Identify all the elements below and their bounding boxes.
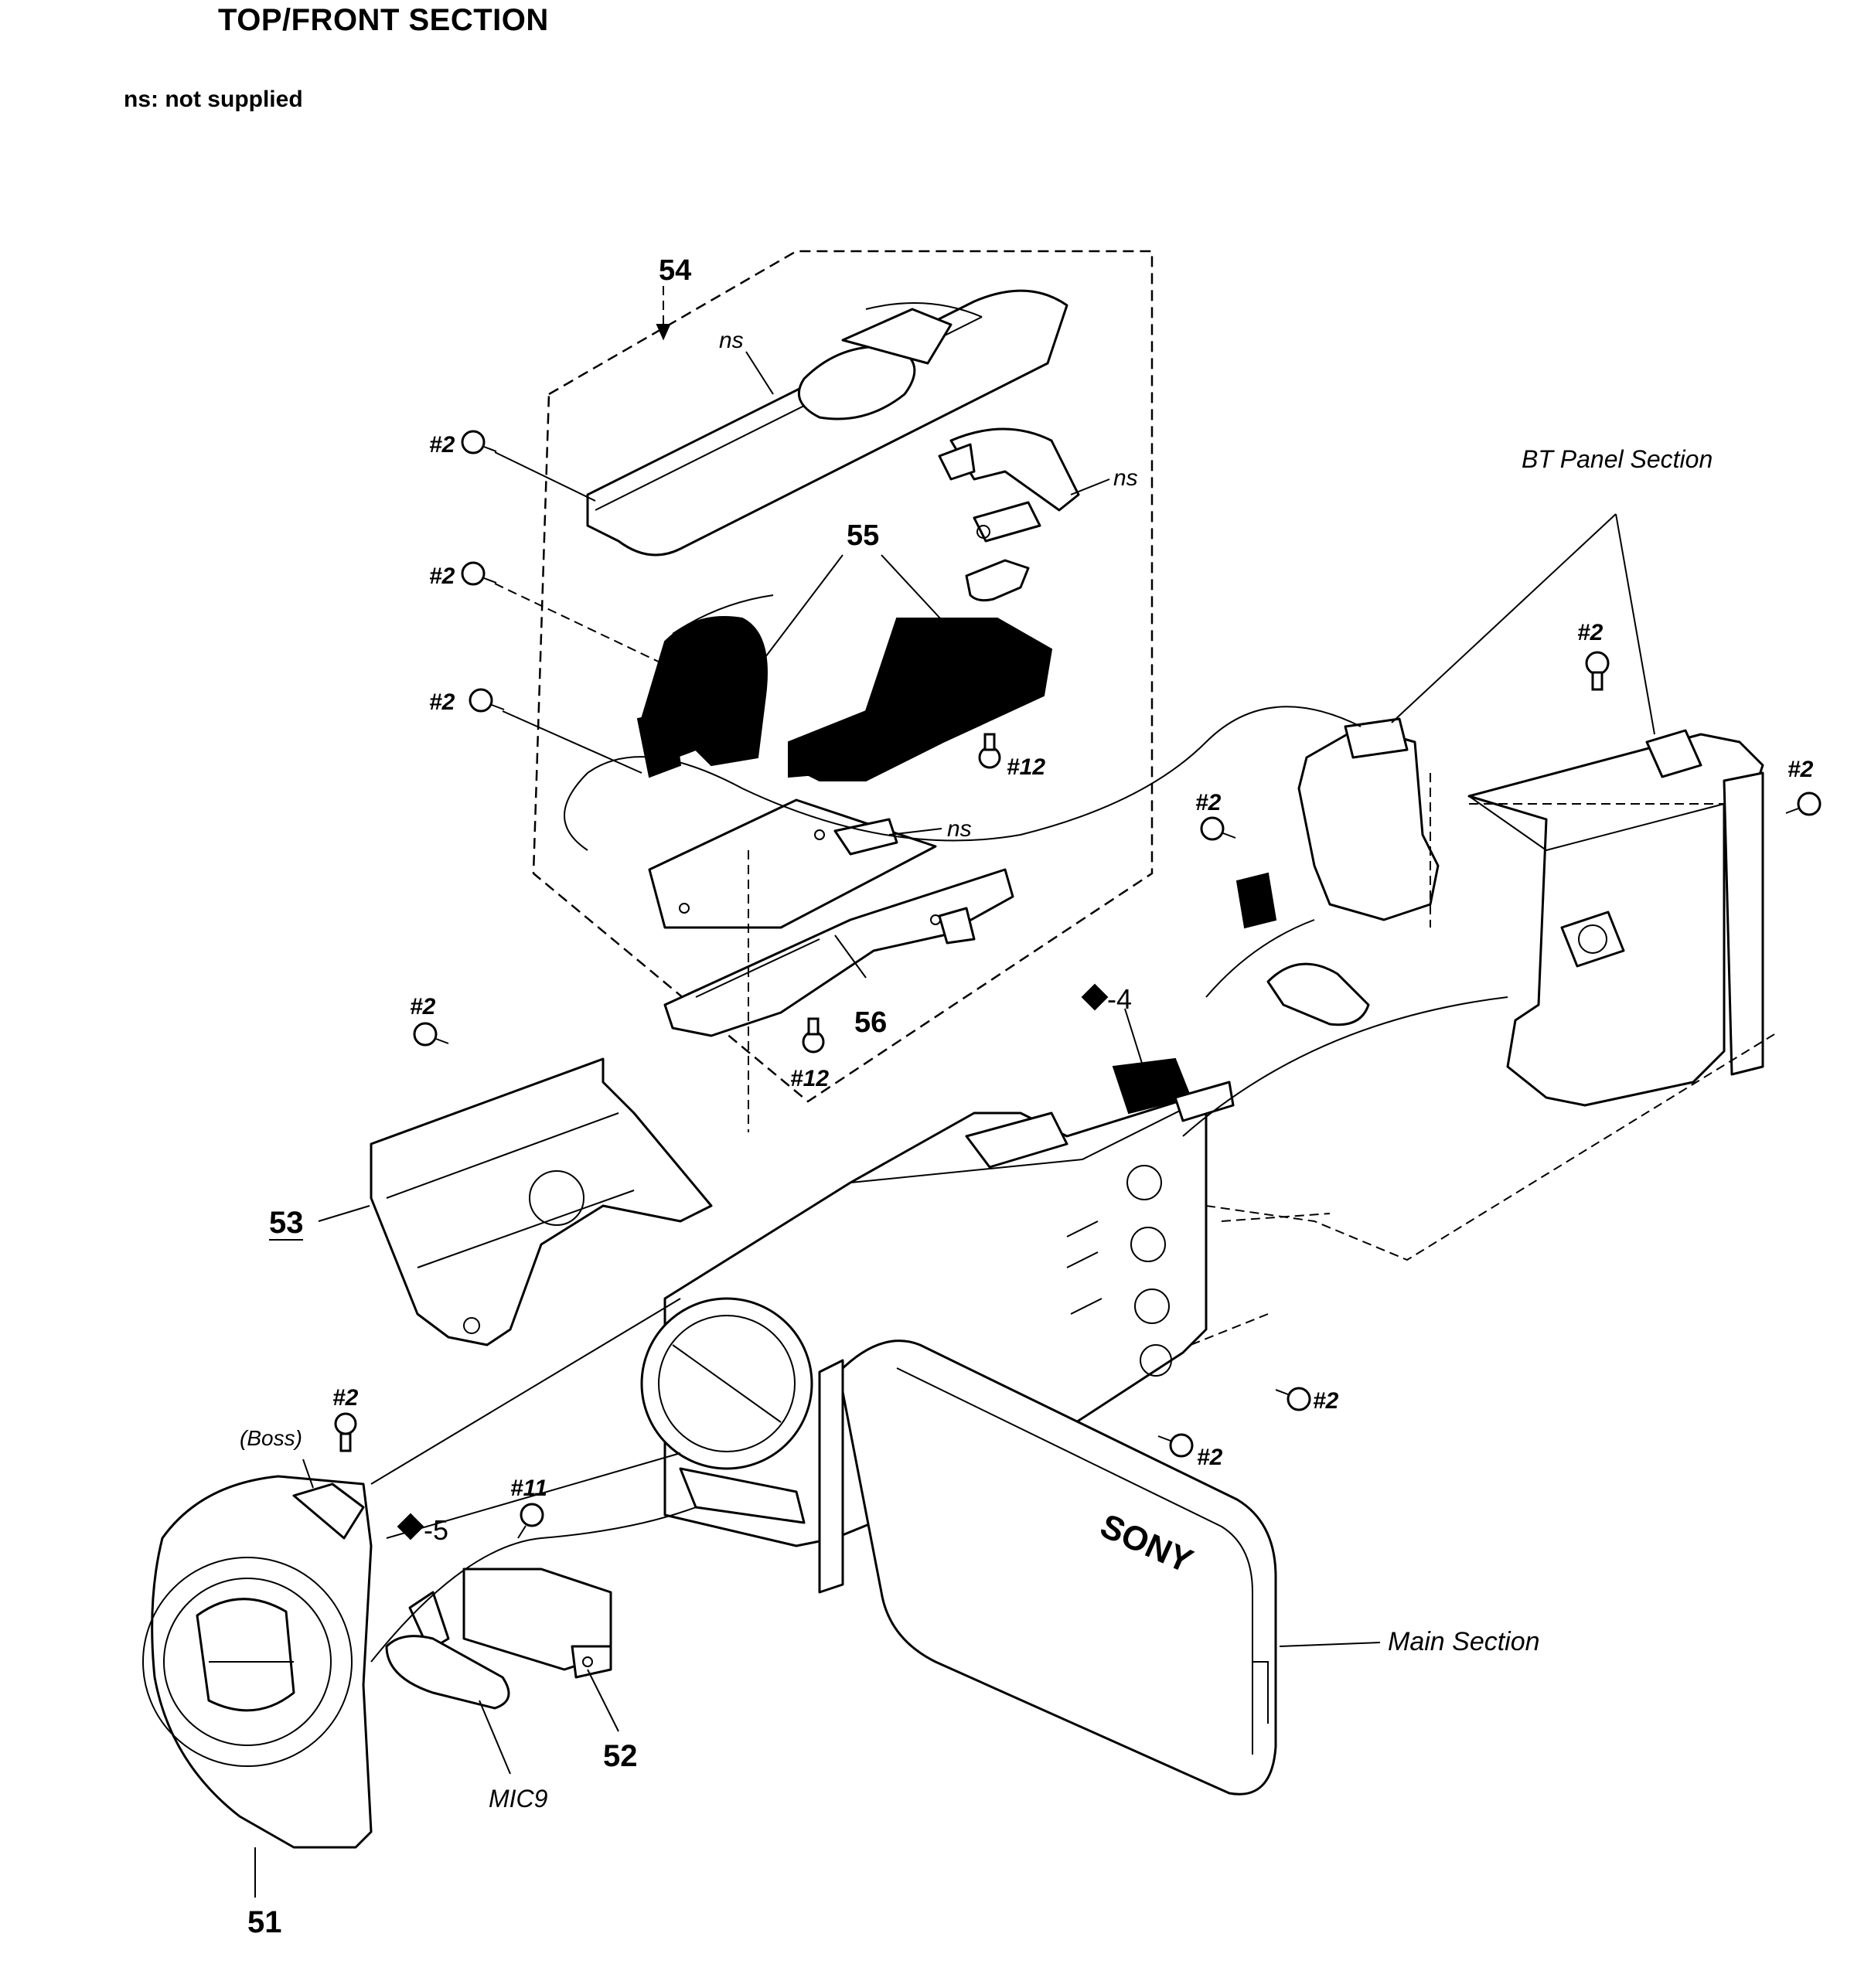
label-ns-bracket: ns xyxy=(1113,465,1138,491)
leader-ns-top xyxy=(745,351,774,395)
leader-52 xyxy=(587,1669,619,1732)
screw-2-f xyxy=(1585,651,1610,691)
screw-2-h xyxy=(1275,1387,1311,1411)
part-52-bracket xyxy=(462,1568,612,1679)
assembly-line-e xyxy=(370,1298,681,1485)
screw-2-b xyxy=(461,561,497,586)
label-boss: (Boss) xyxy=(240,1426,302,1450)
page-note: ns: not supplied xyxy=(124,87,303,112)
label-s2-a: #2 xyxy=(429,432,455,458)
label-s2-d: #2 xyxy=(410,994,436,1020)
diamond-icon xyxy=(397,1513,424,1540)
screw-2-g xyxy=(1785,791,1822,816)
bt-mid-bracket xyxy=(1235,717,1440,1026)
screw-2-c xyxy=(469,688,505,713)
leader-ns-plate xyxy=(888,828,942,836)
label-55: 55 xyxy=(847,519,879,552)
wire-top xyxy=(564,706,1362,851)
part-53-bracket xyxy=(370,1057,713,1346)
label-bt-panel: BT Panel Section xyxy=(1522,445,1713,473)
main-body xyxy=(663,1057,1235,1547)
screw-12-a xyxy=(978,733,1001,769)
arrowhead-54 xyxy=(656,324,671,341)
leader-ns-bracket xyxy=(1070,478,1110,495)
leader-diamond4 xyxy=(1124,1008,1145,1071)
label-54: 54 xyxy=(659,254,691,287)
label-s11: #11 xyxy=(510,1476,547,1501)
label-diamond4: -4 xyxy=(1107,983,1132,1015)
leader-main xyxy=(1279,1642,1381,1647)
label-s12-b: #12 xyxy=(790,1066,829,1091)
leader-s2b xyxy=(494,583,666,666)
label-s2-h: #2 xyxy=(1313,1388,1339,1414)
label-mic9: MIC9 xyxy=(489,1785,548,1813)
label-s2-j: #2 xyxy=(332,1385,359,1411)
leader-mic9 xyxy=(479,1700,511,1775)
page-title: TOP/FRONT SECTION xyxy=(218,3,549,37)
lens-unit xyxy=(640,1297,813,1524)
label-53: 53 xyxy=(269,1206,304,1240)
label-s2-g: #2 xyxy=(1788,757,1814,782)
top-cover xyxy=(586,289,1068,557)
wire-bt xyxy=(1205,919,1315,998)
part-51-front-ring xyxy=(142,1475,373,1849)
leader-boss xyxy=(302,1459,314,1489)
leader-55a xyxy=(765,554,844,658)
leader-56 xyxy=(834,934,867,979)
label-s2-c: #2 xyxy=(429,689,455,715)
assembly-line-d xyxy=(1221,1213,1331,1222)
label-diamond5: -5 xyxy=(424,1514,448,1546)
assembly-54-boundary xyxy=(532,250,1154,1103)
diamond-icon xyxy=(1081,983,1109,1011)
part-55-flex xyxy=(636,594,1053,781)
label-ns-top: ns xyxy=(719,328,744,353)
assembly-line-f xyxy=(386,1452,681,1539)
label-s2-e: #2 xyxy=(1195,790,1222,815)
label-56: 56 xyxy=(854,1006,887,1039)
wire-front xyxy=(370,1506,697,1663)
part-56-plate xyxy=(663,868,1014,1037)
label-51: 51 xyxy=(247,1905,282,1939)
label-s12-a: #12 xyxy=(1007,754,1045,780)
bt-panel-frame xyxy=(1467,729,1764,1107)
screw-2-i xyxy=(1157,1433,1194,1458)
label-s2-i: #2 xyxy=(1197,1445,1223,1470)
label-ns-plate: ns xyxy=(947,816,972,842)
assembly-line-g xyxy=(1182,996,1508,1137)
label-s2-b: #2 xyxy=(429,563,455,589)
bracket-ns xyxy=(938,427,1080,602)
leader-s2a xyxy=(494,451,596,502)
screw-2-e xyxy=(1200,816,1236,841)
assembly-line-c xyxy=(1205,1031,1779,1261)
leader-bt-b xyxy=(1615,513,1655,735)
screw-2-a xyxy=(461,430,497,454)
label-s2-f: #2 xyxy=(1577,620,1604,645)
screw-12-b xyxy=(802,1017,825,1054)
label-52: 52 xyxy=(603,1739,638,1773)
leader-s2c xyxy=(502,710,642,774)
label-main-section: Main Section xyxy=(1388,1627,1540,1656)
leader-bt-a xyxy=(1391,513,1617,723)
leader-53 xyxy=(318,1205,370,1222)
leader-55b xyxy=(881,554,952,631)
lcd-panel xyxy=(818,1340,1277,1796)
screw-2-d xyxy=(413,1022,449,1047)
screw-2-j xyxy=(334,1412,357,1452)
screw-11 xyxy=(517,1503,544,1539)
